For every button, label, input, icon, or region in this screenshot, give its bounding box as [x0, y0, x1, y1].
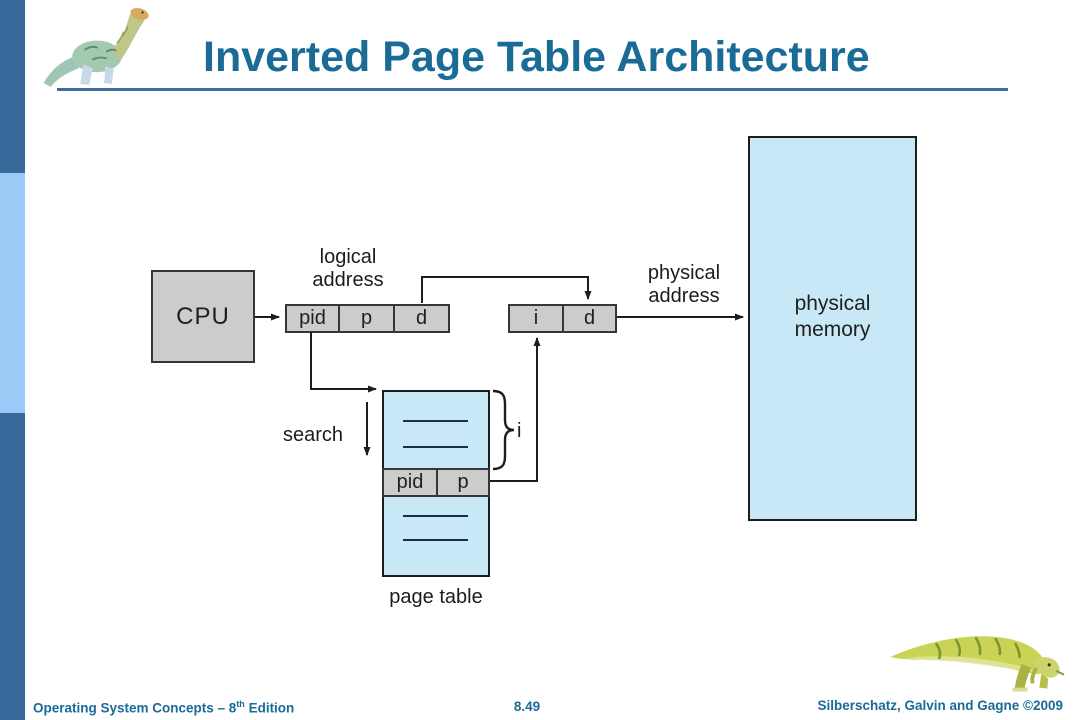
physical-address-label-line2: address: [648, 285, 720, 307]
cpu-label: CPU: [176, 302, 230, 330]
page-table-cell-pid: pid: [384, 470, 438, 495]
dinosaur-logo-icon: [43, 8, 149, 88]
slide-number: 8.49: [513, 699, 541, 714]
dinosaur-footer-icon: [889, 636, 1065, 692]
page-table-caption: page table: [389, 586, 483, 608]
physical-memory-label-line2: memory: [794, 317, 871, 341]
logical-cell-d: d: [415, 307, 428, 329]
physical-address-label: physical address: [628, 262, 740, 308]
page-table-entry-dash: [403, 420, 468, 422]
logical-address-label-line1: logical: [319, 246, 377, 268]
accent-bar-middle: [0, 173, 25, 413]
slide-title: Inverted Page Table Architecture: [203, 33, 870, 81]
cpu-box: CPU: [151, 270, 255, 363]
page-table-matched-row: pid p: [382, 468, 490, 497]
index-i-label: i: [517, 420, 522, 442]
title-underline: [57, 88, 1008, 91]
physical-memory-label: physical memory: [795, 291, 871, 343]
page-table-entry-dash: [403, 539, 468, 541]
logical-address-label: logical address: [293, 246, 403, 292]
footer-book-title-sup: th: [236, 699, 245, 709]
page-table-entry-dash: [403, 515, 468, 517]
accent-bar-bottom: [0, 413, 25, 720]
arrow-pid-to-pagetable: [310, 332, 377, 393]
search-label: search: [283, 424, 344, 446]
brace-i-range: [492, 389, 515, 471]
arrow-d-to-register: [421, 276, 592, 303]
page-table-box: pid p: [382, 390, 490, 577]
footer-book-title: Operating System Concepts – 8th Edition: [33, 699, 294, 716]
footer-book-title-rest: Edition: [244, 700, 295, 716]
logical-cell-pid: pid: [287, 306, 340, 331]
page-table-cell-p: p: [457, 471, 469, 493]
register-cell-d: d: [583, 307, 596, 329]
accent-bar-top: [0, 0, 25, 173]
footer-authors: Silberschatz, Galvin and Gagne ©2009: [817, 698, 1063, 713]
physical-memory-box: physical memory: [748, 136, 917, 521]
register-cell-i: i: [510, 306, 564, 331]
page-table-entry-dash: [403, 446, 468, 448]
physical-address-label-line1: physical: [647, 262, 721, 284]
logical-cell-p: p: [340, 306, 395, 331]
arrow-pagetable-to-i: [490, 337, 541, 482]
logical-address-register: pid p d: [285, 304, 450, 333]
footer-book-title-main: Operating System Concepts – 8: [33, 700, 237, 716]
index-offset-register: i d: [508, 304, 617, 333]
physical-memory-label-line1: physical: [794, 291, 871, 315]
logical-address-label-line2: address: [312, 269, 384, 291]
